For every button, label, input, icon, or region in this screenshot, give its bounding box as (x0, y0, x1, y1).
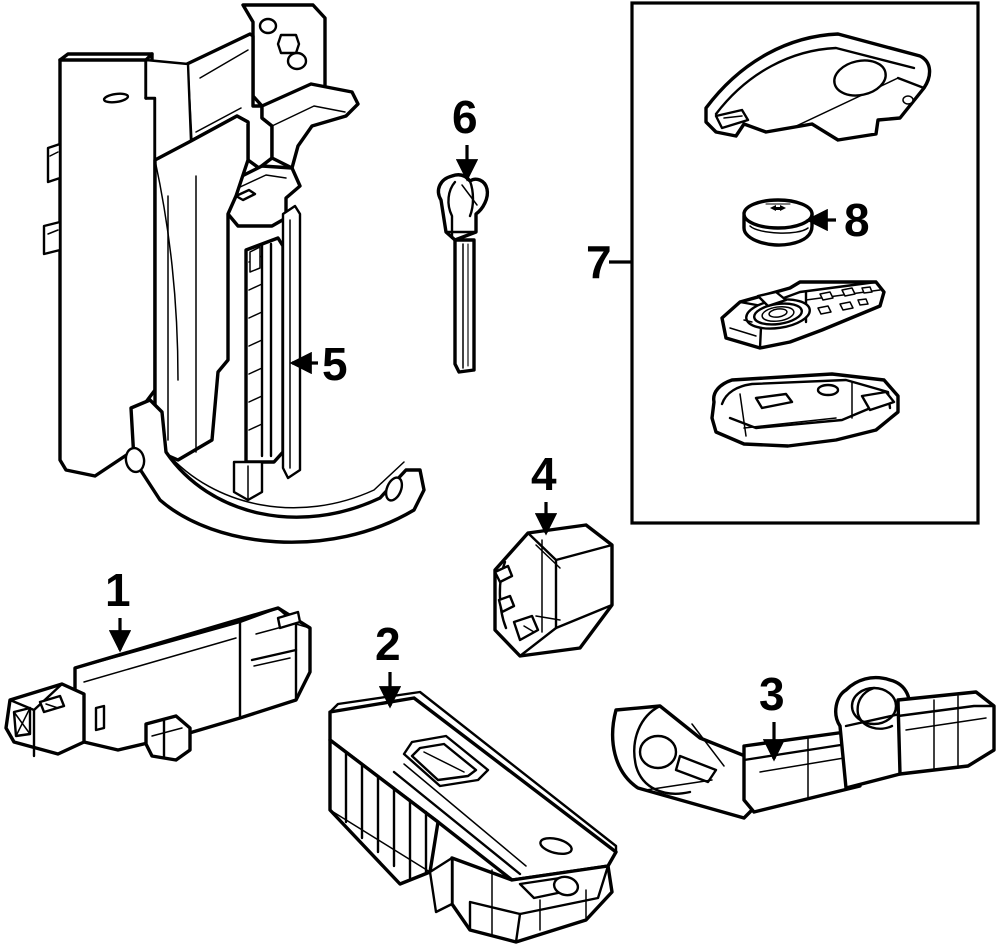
ecu-bottom-foot (232, 460, 264, 502)
part-1-connector-module (4, 606, 312, 762)
callout-3-label: 3 (759, 668, 785, 720)
callout-8: 8 (805, 194, 870, 246)
callout-1-label: 1 (105, 564, 131, 616)
ecu-connector-strip (244, 236, 285, 464)
fob-upper-cover (704, 32, 932, 142)
callout-5-label: 5 (322, 338, 348, 390)
fob-circuit-board (720, 280, 886, 350)
callout-7-label: 7 (586, 236, 612, 288)
ecu-main-body (42, 52, 193, 478)
callout-4: 4 (531, 448, 558, 536)
callout-5: 5 (289, 338, 348, 390)
ecu-lower-curved-rail (124, 398, 426, 544)
part-2-ribbed-module (328, 690, 618, 944)
group-7-smart-key-assembly (630, 1, 980, 525)
part-4-relay-cube (493, 523, 614, 658)
fob-lower-case (710, 372, 900, 448)
part-6-key-blade (436, 173, 490, 374)
ecu-assembly-group (42, 3, 426, 544)
bracket-lower-shelf (226, 164, 302, 228)
ecu-right-flange (281, 204, 302, 480)
callout-1: 1 (105, 564, 132, 653)
ecu-side-column (153, 114, 250, 462)
callout-2: 2 (375, 618, 402, 709)
callout-3: 3 (759, 668, 786, 762)
callout-6: 6 (452, 91, 479, 182)
bracket-right-wing (260, 82, 360, 170)
part-3-handle-bracket (610, 675, 996, 820)
coin-cell-battery (742, 198, 814, 247)
callout-8-label: 8 (844, 194, 870, 246)
callout-4-label: 4 (531, 448, 557, 500)
callout-6-label: 6 (452, 91, 478, 143)
callout-7: 7 (586, 236, 632, 288)
callout-2-label: 2 (375, 618, 401, 670)
